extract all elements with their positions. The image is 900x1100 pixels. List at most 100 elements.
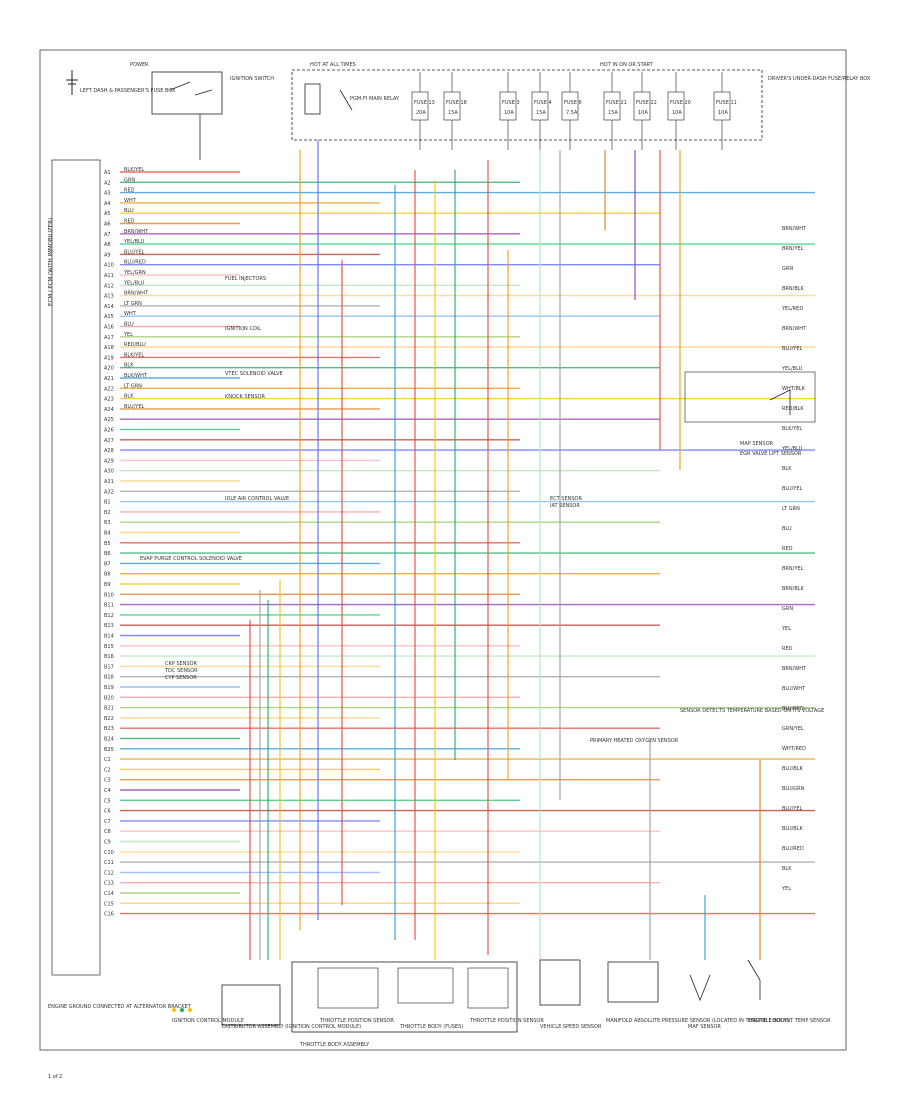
ecm-pin: B10 (104, 592, 114, 598)
wire-color-label: WHT (124, 198, 137, 204)
wire-color-label: WHT (124, 311, 137, 317)
right-connector-label: BLU/RED (782, 706, 804, 712)
wire-color-label: BRN/WHT (124, 291, 149, 297)
bottom-component-label: DISTRIBUTOR ASSEMBLY (IGNITION CONTROL M… (222, 1024, 361, 1030)
evap-label: EVAP PURGE CONTROL SOLENOID VALVE (140, 556, 242, 562)
fuse-amp: 15A (536, 110, 546, 116)
vertical-wire-runs (249, 140, 761, 960)
ecm-pin: A26 (104, 428, 114, 434)
ecm-pin: C15 (104, 901, 114, 907)
wire-color-label: BLU (124, 208, 134, 214)
ecm-pin: B25 (104, 747, 114, 753)
ecm-pin: A21 (104, 376, 114, 382)
ground-note: ENGINE GROUND CONNECTED AT ALTERNATOR BR… (48, 1004, 192, 1010)
fuse-label: FUSE 6 (564, 100, 582, 106)
ignition-coil-label: IGNITION COIL (225, 326, 261, 332)
ecm-pin: B6 (104, 551, 111, 557)
tdc-label: TDC SENSOR (164, 668, 198, 674)
ecm-pin: C12 (104, 870, 114, 876)
ecm-pin: A30 (104, 469, 114, 475)
wire-color-label: BLU/RED (124, 260, 146, 266)
right-connector-label: BLK (782, 466, 792, 472)
ecm-pin: B12 (104, 613, 114, 619)
right-connector-label: GRN (782, 606, 793, 612)
ecm-pin: B20 (104, 695, 114, 701)
ecm-pin: A13 (104, 294, 114, 300)
ecm-pin: C4 (104, 788, 111, 794)
right-connector-label: BRN/BLK (782, 286, 805, 292)
ecm-pin: A24 (104, 407, 114, 413)
ecm-pin: A29 (104, 458, 114, 464)
bottom-component-label: MANIFOLD ABSOLUTE PRESSURE SENSOR (LOCAT… (606, 1018, 789, 1024)
fuse-label: FUSE 20 (670, 100, 691, 106)
throttle-body-assembly (291, 961, 518, 1033)
right-connector-label: BRN/WHT (782, 666, 807, 672)
ignition-switch: IGNITION SWITCH (151, 71, 274, 160)
bottom-component-label: IGNITION CONTROL MODULE (172, 1018, 244, 1024)
wire-color-label: BLU/YEL (124, 404, 145, 410)
ecm-pins: A1A2A3A4A5A6A7A8A9A10A11A12A13A14A15A16A… (104, 170, 114, 918)
ecm-pin: C5 (104, 798, 111, 804)
ecm-pin: A20 (104, 366, 114, 372)
wire-color-label: YEL (123, 332, 133, 338)
ecm-pin: C8 (104, 829, 111, 835)
ecm-pin: A32 (104, 489, 114, 495)
ecm-pin: B19 (104, 685, 114, 691)
right-connector-label: WHT/BLK (782, 386, 806, 392)
fuse-label: FUSE 22 (636, 100, 657, 106)
ecm-pin: B7 (104, 561, 111, 567)
right-connector-label: BLK (782, 866, 792, 872)
ecm-pin: B4 (104, 531, 111, 537)
wire-color-label: BLU/YEL (124, 249, 145, 255)
hot-at-all-times-label: HOT AT ALL TIMES (310, 62, 356, 68)
ecm-pin: A4 (104, 201, 111, 207)
ecm-pin: A8 (104, 242, 111, 248)
ecm-pin: B3 (104, 520, 111, 526)
bottom-component-label: ENGINE COOLANT TEMP SENSOR (748, 1018, 831, 1024)
ecm-pin: C14 (104, 891, 114, 897)
wire-runs: BLK/YELGRNREDWHTBLUREDBRN/WHTYEL/BLUBLU/… (120, 167, 815, 915)
right-connector-label: RED/BLK (782, 406, 804, 412)
ecm-pin: A18 (104, 345, 114, 351)
under-hood-fuse-box: HOT AT ALL TIMES HOT IN ON OR START DRIV… (291, 62, 871, 141)
ecm-pin: A12 (104, 283, 114, 289)
ecm-pin: B11 (104, 603, 114, 609)
ecm-pin: A6 (104, 222, 111, 228)
iat-label: IAT SENSOR (550, 503, 580, 509)
right-connector-label: BLU/YEL (782, 486, 803, 492)
ecm-pin: B14 (104, 634, 114, 640)
wire-color-label: LT GRN (124, 383, 142, 389)
wire-color-label: RED (124, 188, 135, 194)
map-sensor-box (607, 961, 659, 1003)
ect-switch-symbol (747, 959, 761, 1000)
ecm-pin: B2 (104, 510, 111, 516)
fuse-label: FUSE 11 (716, 100, 737, 106)
ecm-pin: C16 (104, 912, 114, 918)
fuse-label: FUSE 18 (446, 100, 467, 106)
right-connector-label: BRN/BLK (782, 586, 805, 592)
page-number: 1 of 2 (48, 1074, 62, 1080)
ckp-label: CKP SENSOR (165, 661, 198, 667)
ecm-pin: B16 (104, 654, 114, 660)
ecm-pin: B5 (104, 541, 111, 547)
vehicle-speed-sensor (539, 959, 581, 1006)
ecm-pin: A15 (104, 314, 114, 320)
throttle-body-label: THROTTLE BODY ASSEMBLY (299, 1042, 370, 1048)
ecm-pin: A10 (104, 263, 114, 269)
ecm-pin: A14 (104, 304, 114, 310)
right-connector-label: YEL (781, 886, 791, 892)
ecm-pin: C11 (104, 860, 114, 866)
right-connector-label: YEL/RED (781, 306, 803, 312)
right-connector-label: RED (782, 546, 793, 552)
right-connector-label: BLU/YEL (782, 806, 803, 812)
wire-color-label: RED/BLU (124, 342, 146, 348)
right-connector-label: BLU/YEL (782, 346, 803, 352)
wire-color-label: BLK/YEL (124, 352, 144, 358)
wire-color-label: BLK (124, 363, 134, 369)
fuse-amp: 7.5A (566, 110, 578, 116)
ecm-pin: C7 (104, 819, 111, 825)
ecm-pin: B9 (104, 582, 111, 588)
right-connector-label: YEL (781, 626, 791, 632)
bottom-component-label: THROTTLE POSITION SENSOR (469, 1018, 544, 1024)
